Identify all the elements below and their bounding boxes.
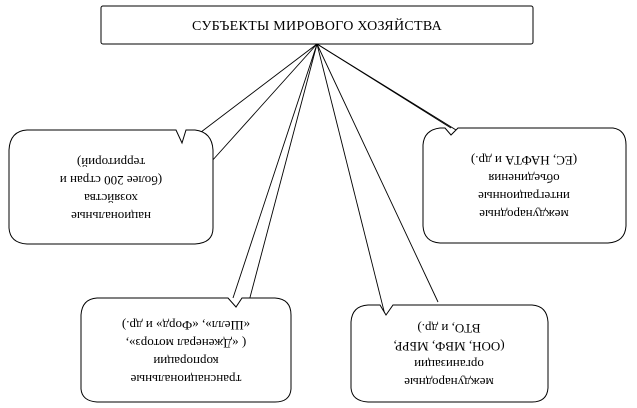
node-international-line-4: ВТО, и др.) (417, 321, 480, 336)
connector-line (210, 43, 318, 163)
node-international-line-2: организации (414, 357, 484, 372)
node-integration-line-1: международные (479, 207, 569, 222)
node-integration-line-3: объединения (488, 171, 559, 186)
connector-lines (179, 43, 470, 316)
node-international-organizations: международные организации (ООН, МВФ, МБР… (350, 304, 549, 403)
title-box: СУБЪЕКТЫ МИРОВОГО ХОЗЯЙСТВА (100, 5, 534, 45)
node-international-line-3: (ООН, МВФ, МБРР, (393, 339, 504, 354)
node-integration-associations: международные интеграционные объединения… (422, 127, 627, 244)
diagram-title: СУБЪЕКТЫ МИРОВОГО ХОЗЯЙСТВА (192, 17, 443, 34)
connector-line (179, 43, 318, 149)
connector-line (316, 43, 470, 139)
node-national-line-1: национальные (71, 209, 151, 224)
node-transnational-line-3: ( «Дженерал моторз», (126, 336, 247, 351)
connector-line (316, 43, 439, 303)
node-national-line-2: хозяйства (84, 191, 138, 206)
connector-line (232, 43, 318, 299)
node-integration-line-2: интеграционные (478, 189, 570, 204)
connector-line (247, 43, 318, 306)
node-transnational-corporations: транснациональные корпорации ( «Дженерал… (80, 297, 292, 403)
node-international-line-1: международные (404, 375, 494, 390)
node-transnational-line-4: «Шелл», «Форд» и др.) (122, 318, 250, 333)
node-transnational-line-1: транснациональные (130, 372, 241, 387)
node-national-line-3: (более 200 стран и (60, 173, 162, 188)
node-national-economies: национальные хозяйства (более 200 стран … (8, 129, 214, 245)
connector-line (316, 43, 386, 316)
node-integration-line-4: (ЕС, НАФТА и др.) (471, 153, 577, 168)
node-transnational-line-2: корпорации (153, 354, 218, 369)
node-national-line-4: территорий) (77, 155, 145, 170)
